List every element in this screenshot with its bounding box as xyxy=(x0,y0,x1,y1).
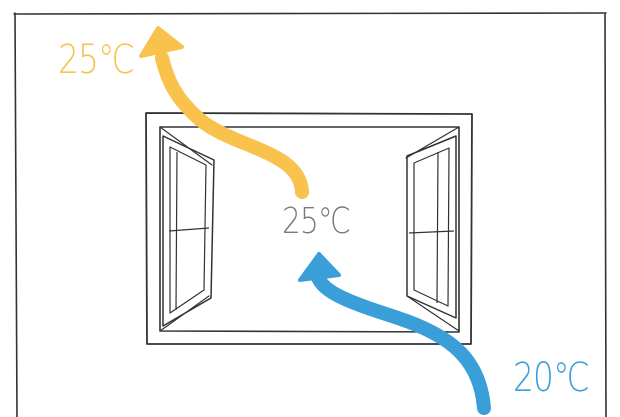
room-temperature-label: 25℃ xyxy=(282,204,350,240)
inflow-temperature-label: 20℃ xyxy=(513,358,589,398)
right-window-sash xyxy=(407,136,456,318)
outflow-temperature-label: 25℃ xyxy=(58,40,134,80)
warm-air-arrow-icon xyxy=(141,28,302,192)
